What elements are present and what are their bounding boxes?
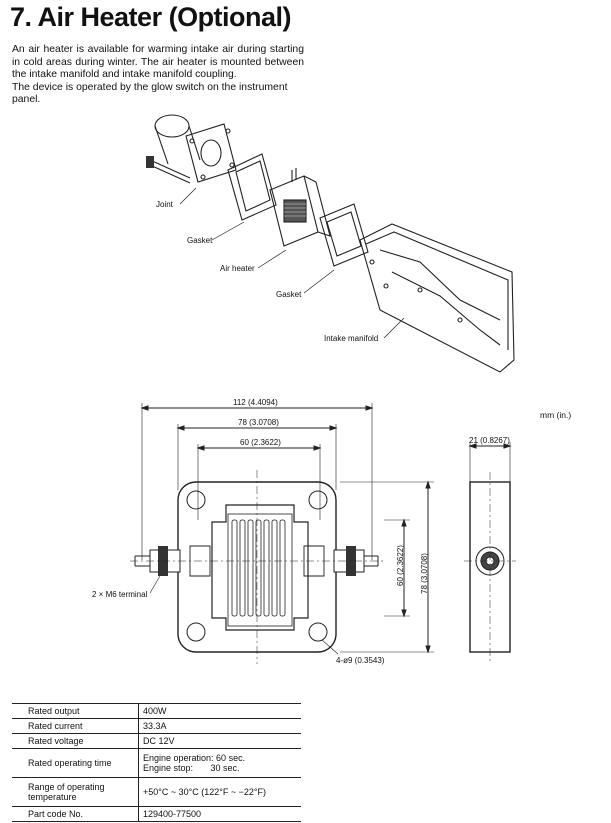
dim-thickness: 21 (0.8267) — [469, 436, 510, 445]
dim-vertical-inner: 60 (2.3622) — [396, 545, 405, 586]
table-row: Rated operating time Engine operation: 6… — [12, 748, 301, 778]
spec-label-line: temperature — [28, 792, 77, 802]
spec-label: Rated voltage — [12, 733, 139, 749]
table-row: Rated output 400W — [12, 703, 301, 719]
spec-value-line: Engine operation: 60 sec. — [143, 753, 246, 763]
intro-text: An air heater is available for warming i… — [12, 44, 304, 107]
spec-label-line: Range of operating — [28, 782, 105, 792]
spec-label: Part code No. — [12, 806, 139, 822]
table-row: Range of operating temperature +50°C ~ 3… — [12, 777, 301, 807]
page-title: 7. Air Heater (Optional) — [10, 2, 292, 32]
dim-inner-width: 60 (2.3622) — [240, 438, 281, 447]
label-gasket-2: Gasket — [276, 290, 302, 299]
label-joint: Joint — [156, 200, 173, 209]
dim-vertical-holes: 78 (3.0708) — [420, 553, 429, 594]
dim-hole-spacing: 78 (3.0708) — [238, 418, 279, 427]
spec-label: Rated output — [12, 703, 139, 719]
label-hole-diameter: 4-ø9 (0.3543) — [336, 656, 385, 665]
label-gasket-1: Gasket — [187, 236, 213, 245]
spec-table: Rated output 400W Rated current 33.3A Ra… — [12, 703, 301, 822]
label-air-heater: Air heater — [220, 264, 255, 273]
dimension-drawing — [130, 403, 516, 664]
spec-value: +50°C ~ 30°C (122°F ~ −22°F) — [138, 777, 301, 807]
table-row: Rated current 33.3A — [12, 718, 301, 734]
spec-value-line: Engine stop: 30 sec. — [143, 763, 240, 773]
spec-label: Rated current — [12, 718, 139, 734]
label-terminal: 2 × M6 terminal — [92, 590, 148, 599]
table-row: Rated voltage DC 12V — [12, 733, 301, 749]
spec-label: Rated operating time — [12, 748, 139, 778]
units-label: mm (in.) — [540, 410, 572, 420]
spec-label: Range of operating temperature — [12, 777, 139, 807]
spec-value: 129400-77500 — [138, 806, 301, 822]
intro-paragraph-2: The device is operated by the glow switc… — [12, 81, 288, 106]
intro-paragraph-1: An air heater is available for warming i… — [12, 44, 304, 81]
spec-value: 400W — [138, 703, 301, 719]
spec-value: 33.3A — [138, 718, 301, 734]
spec-value: Engine operation: 60 sec. Engine stop: 3… — [138, 748, 301, 778]
table-row: Part code No. 129400-77500 — [12, 806, 301, 822]
dim-overall-width: 112 (4.4094) — [233, 398, 278, 407]
label-intake-manifold: Intake manifold — [324, 334, 379, 343]
exploded-view-diagram — [146, 114, 515, 373]
spec-value: DC 12V — [138, 733, 301, 749]
